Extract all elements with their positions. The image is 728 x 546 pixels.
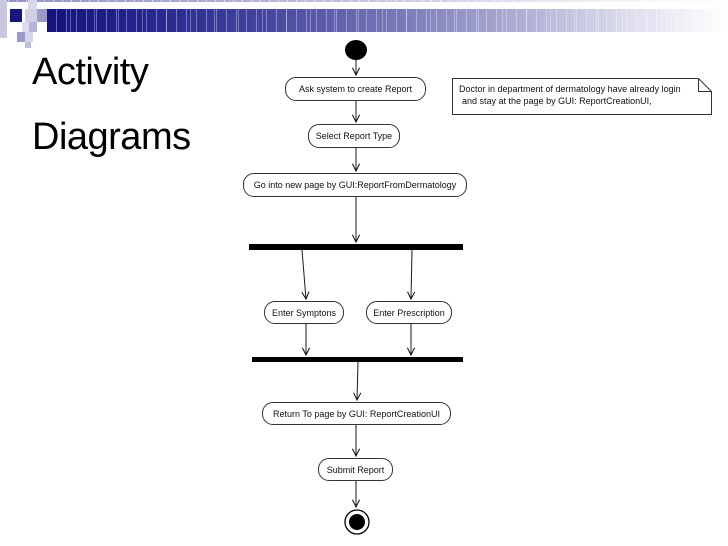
activity-label: Go into new page by GUI:ReportFromDermat… bbox=[253, 180, 457, 190]
note-fold-icon bbox=[698, 78, 712, 92]
activity-node-go-into-new-page: Go into new page by GUI:ReportFromDermat… bbox=[243, 173, 467, 197]
connectors bbox=[302, 60, 412, 507]
deco-square bbox=[25, 32, 33, 42]
activity-label: Return To page by GUI: ReportCreationUI bbox=[273, 408, 440, 419]
uml-note-shape bbox=[452, 78, 712, 115]
activity-node-submit-report: Submit Report bbox=[318, 458, 393, 481]
slide-title: Activity Diagrams bbox=[32, 40, 191, 170]
fork-bar bbox=[249, 244, 463, 250]
uml-note-text: Doctor in department of dermatology have… bbox=[459, 83, 709, 107]
activity-node-return-to-page: Return To page by GUI: ReportCreationUI bbox=[262, 402, 451, 425]
connector bbox=[411, 249, 412, 299]
activity-label: Select Report Type bbox=[315, 131, 393, 141]
deco-square bbox=[25, 9, 37, 22]
connector bbox=[302, 249, 306, 299]
deco-square bbox=[25, 42, 31, 48]
activity-label: Enter Prescription bbox=[373, 307, 445, 318]
deco-square bbox=[0, 0, 7, 38]
deco-square bbox=[10, 9, 22, 22]
activity-node-select-report-type: Select Report Type bbox=[308, 124, 400, 148]
activity-node-ask-system: Ask system to create Report bbox=[285, 77, 426, 101]
activity-node-enter-symptons: Enter Symptons bbox=[264, 301, 344, 324]
title-line-2: Diagrams bbox=[32, 116, 191, 158]
activity-label: Enter Symptons bbox=[271, 307, 337, 318]
connector bbox=[357, 361, 358, 400]
title-line-1: Activity bbox=[32, 51, 149, 93]
deco-square bbox=[28, 0, 37, 9]
header-gradient-bar bbox=[47, 9, 728, 32]
deco-square bbox=[37, 9, 47, 22]
activity-node-enter-prescription: Enter Prescription bbox=[366, 301, 452, 324]
note-line-2: and stay at the page by GUI: ReportCreat… bbox=[462, 96, 652, 106]
activity-label: Submit Report bbox=[326, 464, 385, 475]
join-bar bbox=[252, 357, 463, 362]
deco-square bbox=[17, 32, 25, 42]
deco-square bbox=[29, 22, 37, 32]
note-outline bbox=[452, 78, 712, 115]
header-top-stripe bbox=[0, 0, 728, 2]
final-node-icon bbox=[344, 509, 370, 535]
note-line-1: Doctor in department of dermatology have… bbox=[459, 84, 681, 94]
deco-square bbox=[22, 22, 29, 32]
activity-label: Ask system to create Report bbox=[298, 84, 413, 94]
initial-node-icon bbox=[345, 40, 367, 60]
